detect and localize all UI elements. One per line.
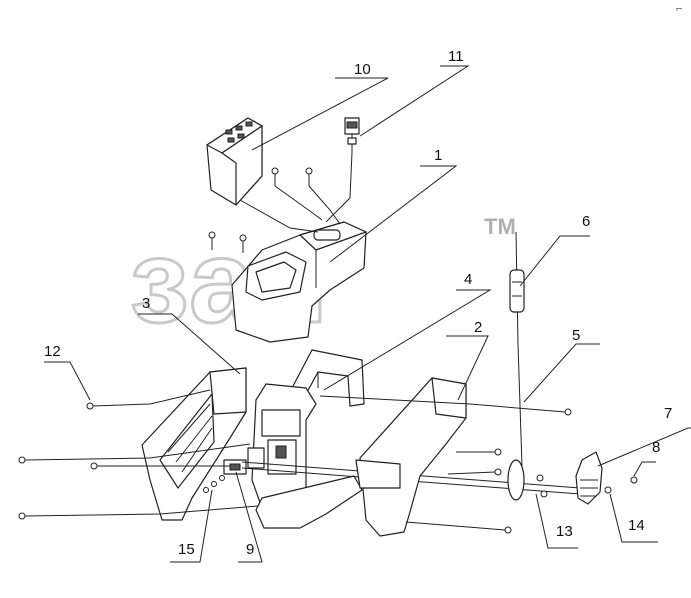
callout-1: 1 [434,147,442,164]
callout-12: 12 [44,343,61,360]
callout-3: 3 [142,295,150,312]
assembly-bolts [18,389,572,534]
callout-14: 14 [628,517,645,534]
part-14-nut [604,486,612,494]
callout-15: 15 [178,541,195,558]
callout-13: 13 [556,523,573,540]
part-8-washer [630,476,638,484]
callout-labels: 10 11 1 6 4 3 2 5 12 7 8 13 14 15 9 [44,48,672,558]
part-13-lever-base [507,459,548,501]
callout-6: 6 [582,213,590,230]
watermark-tm: TM [484,214,516,239]
part-1-console-cover [231,221,367,343]
part-10-control-box [206,117,263,206]
part-15-screws [203,475,225,493]
corner-mark: ⌐ [676,3,682,15]
callout-8: 8 [652,439,660,456]
part-5-lever-rod [515,231,523,467]
callout-11: 11 [448,48,464,65]
callout-10: 10 [354,61,371,78]
callout-7: 7 [664,405,672,422]
part-9-switch-block [223,459,247,475]
part-7-wheel [575,451,603,505]
part-2-right-panel [355,377,467,537]
part-3-left-panel [141,367,247,521]
callout-leaders [44,65,691,563]
part-4-bracket [291,349,365,407]
callout-5: 5 [572,327,580,344]
callout-9: 9 [246,541,254,558]
assembly-leaders-top [239,151,353,233]
panel-screws [208,167,313,253]
part-6-lever-grip [509,269,525,313]
central-mechanism [247,383,363,529]
callout-2: 2 [474,319,482,336]
callout-4: 4 [464,271,472,288]
part-11-switch [344,117,360,152]
